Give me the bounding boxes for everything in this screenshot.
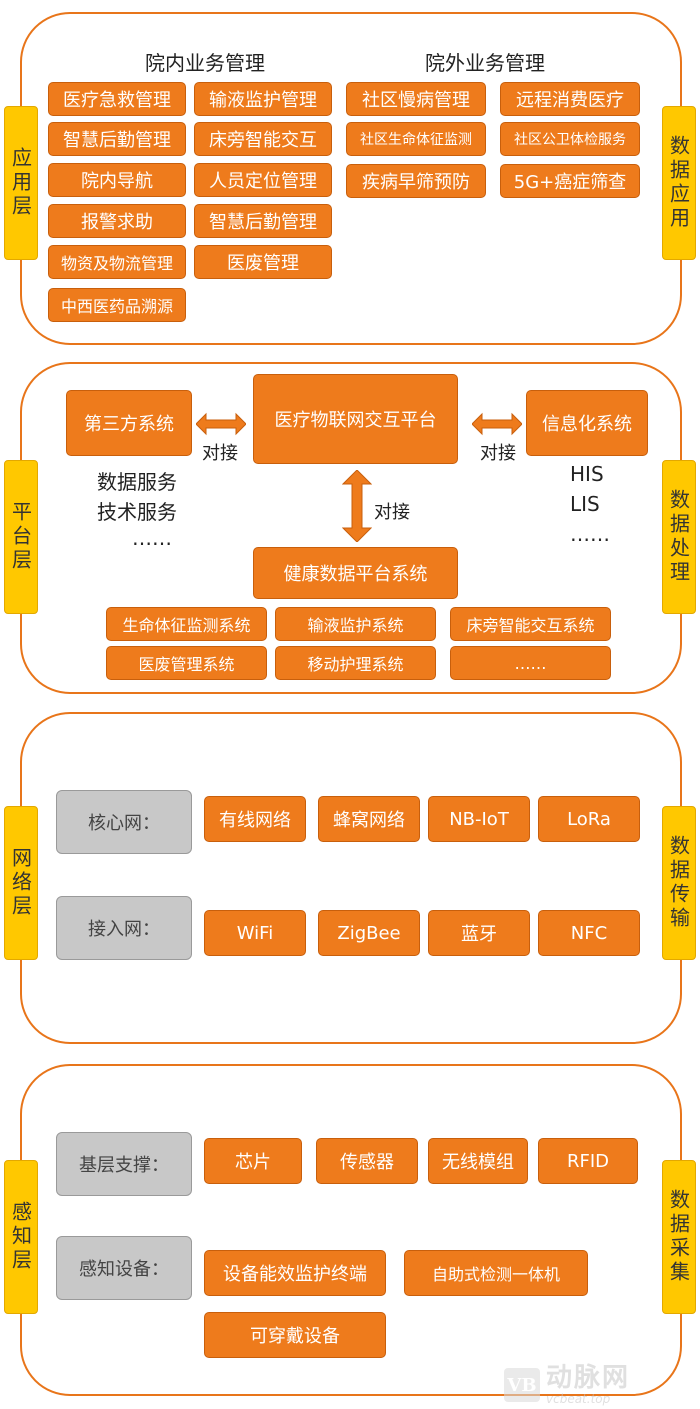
connect-label-left: 对接 — [202, 443, 238, 464]
third-party-service-line: …… — [132, 526, 172, 550]
base-support-label: 基层支撑： — [56, 1132, 192, 1196]
inhospital-item: 智慧后勤管理 — [48, 122, 186, 156]
outhospital-item: 社区生命体征监测 — [346, 122, 486, 156]
perception-layer-panel — [20, 1064, 682, 1396]
inhospital-item: 人员定位管理 — [194, 163, 332, 197]
network-layer-label: 网络层 — [4, 806, 38, 960]
platform-subsystem: 移动护理系统 — [275, 646, 436, 680]
inhospital-item: 报警求助 — [48, 204, 186, 238]
sensing-device-label: 感知设备： — [56, 1236, 192, 1300]
platform-subsystem: 生命体征监测系统 — [106, 607, 267, 641]
inhospital-item: 院内导航 — [48, 163, 186, 197]
base-support-item: 传感器 — [316, 1138, 418, 1184]
sensing-device-item: 自助式检测一体机 — [404, 1250, 588, 1296]
third-party-system: 第三方系统 — [66, 390, 192, 456]
outhospital-title: 院外业务管理 — [425, 51, 545, 75]
data-transmission-label: 数据传输 — [662, 806, 696, 960]
vcbeat-watermark: VB 动脉网 vcbeat.top — [504, 1363, 694, 1406]
connect-arrow-right — [472, 412, 522, 436]
core-network-item: 蜂窝网络 — [318, 796, 420, 842]
connect-label-right: 对接 — [480, 443, 516, 464]
access-network-item: 蓝牙 — [428, 910, 530, 956]
info-system-item: LIS — [570, 492, 600, 516]
core-network-item: NB-IoT — [428, 796, 530, 842]
core-network-item: 有线网络 — [204, 796, 306, 842]
sensing-device-item: 可穿戴设备 — [204, 1312, 386, 1358]
info-system-item: …… — [570, 522, 610, 546]
perception-layer-label: 感知层 — [4, 1160, 38, 1314]
connect-arrow-down — [342, 470, 372, 542]
inhospital-item: 中西医药品溯源 — [48, 288, 186, 322]
access-network-item: WiFi — [204, 910, 306, 956]
network-layer-panel — [20, 712, 682, 1044]
platform-subsystem: …… — [450, 646, 611, 680]
third-party-service-line: 技术服务 — [97, 500, 177, 524]
outhospital-item: 5G+癌症筛查 — [500, 164, 640, 198]
outhospital-item: 疾病早筛预防 — [346, 164, 486, 198]
third-party-service-line: 数据服务 — [97, 470, 177, 494]
application-layer-label: 应用层 — [4, 106, 38, 260]
inhospital-item: 床旁智能交互 — [194, 122, 332, 156]
platform-subsystem: 床旁智能交互系统 — [450, 607, 611, 641]
outhospital-item: 社区慢病管理 — [346, 82, 486, 116]
base-support-item: 芯片 — [204, 1138, 302, 1184]
base-support-item: 无线模组 — [428, 1138, 528, 1184]
watermark-en: vcbeat.top — [546, 1392, 611, 1406]
access-network-item: ZigBee — [318, 910, 420, 956]
inhospital-item: 智慧后勤管理 — [194, 204, 332, 238]
core-network-label: 核心网： — [56, 790, 192, 854]
data-processing-label: 数据处理 — [662, 460, 696, 614]
outhospital-item: 远程消费医疗 — [500, 82, 640, 116]
inhospital-item: 医废管理 — [194, 245, 332, 279]
access-network-label: 接入网： — [56, 896, 192, 960]
access-network-item: NFC — [538, 910, 640, 956]
core-network-item: LoRa — [538, 796, 640, 842]
base-support-item: RFID — [538, 1138, 638, 1184]
connect-arrow-left — [196, 412, 246, 436]
connect-label-down: 对接 — [374, 502, 410, 523]
sensing-device-item: 设备能效监护终端 — [204, 1250, 386, 1296]
inhospital-item: 医疗急救管理 — [48, 82, 186, 116]
data-application-label: 数据应用 — [662, 106, 696, 260]
inhospital-title: 院内业务管理 — [145, 51, 265, 75]
data-collection-label: 数据采集 — [662, 1160, 696, 1314]
info-system-item: HIS — [570, 462, 604, 486]
platform-subsystem: 医废管理系统 — [106, 646, 267, 680]
platform-layer-label: 平台层 — [4, 460, 38, 614]
health-data-platform: 健康数据平台系统 — [253, 547, 458, 599]
outhospital-item: 社区公卫体检服务 — [500, 122, 640, 156]
vcbeat-logo-icon: VB — [504, 1368, 540, 1402]
inhospital-item: 输液监护管理 — [194, 82, 332, 116]
inhospital-item: 物资及物流管理 — [48, 245, 186, 279]
information-system: 信息化系统 — [526, 390, 648, 456]
iot-interaction-platform: 医疗物联网交互平台 — [253, 374, 458, 464]
watermark-cn: 动脉网 — [546, 1363, 631, 1393]
platform-subsystem: 输液监护系统 — [275, 607, 436, 641]
